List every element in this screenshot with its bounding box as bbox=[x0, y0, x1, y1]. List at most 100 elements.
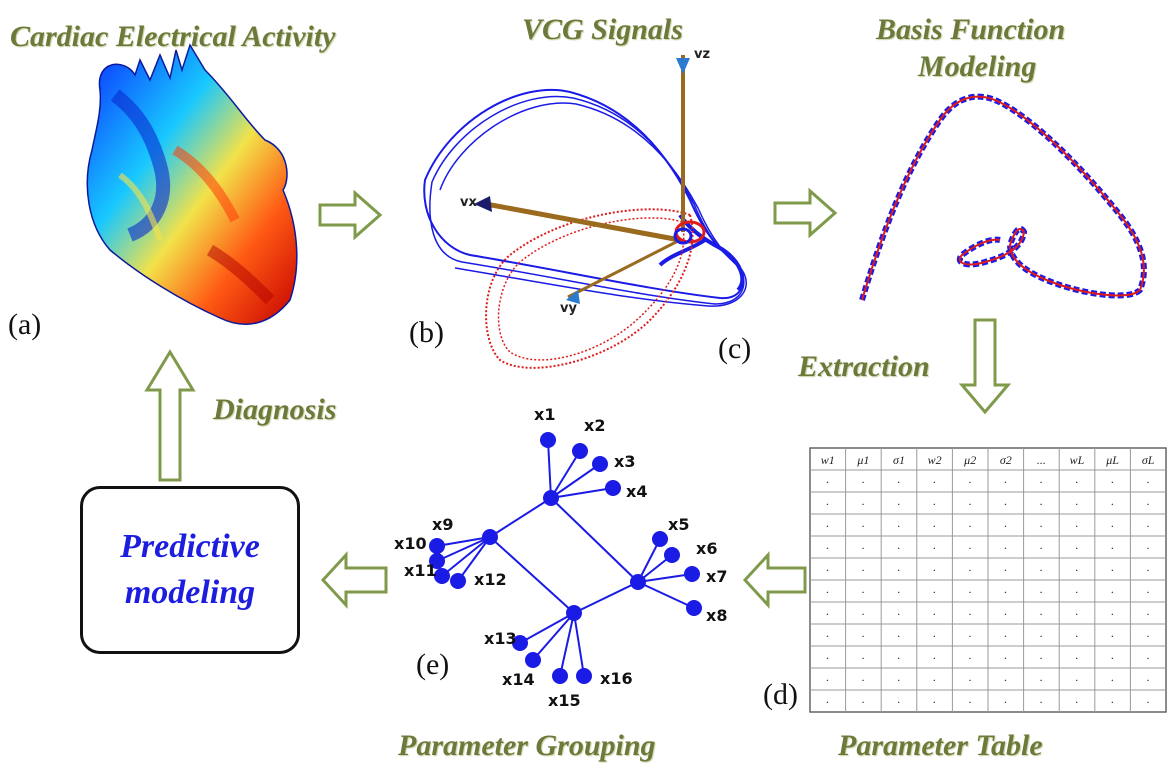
tree-leaf-node bbox=[429, 538, 445, 554]
tree-leaf-node bbox=[552, 668, 568, 684]
table-cell: . bbox=[1111, 604, 1114, 618]
table-cell: . bbox=[969, 604, 972, 618]
table-cell: . bbox=[969, 670, 972, 684]
table-cell: . bbox=[1004, 604, 1007, 618]
tree-node-label: x10 bbox=[394, 534, 427, 553]
table-cell: . bbox=[1111, 648, 1114, 662]
tree-node-label: x1 bbox=[534, 405, 555, 424]
tree-node-label: x12 bbox=[474, 570, 507, 589]
table-cell: . bbox=[969, 692, 972, 706]
table-cell: . bbox=[1111, 626, 1114, 640]
table-cell: . bbox=[969, 472, 972, 486]
table-cell: . bbox=[1147, 538, 1150, 552]
table-cell: . bbox=[898, 538, 901, 552]
table-cell: . bbox=[1004, 582, 1007, 596]
table-cell: . bbox=[862, 582, 865, 596]
table-cell: . bbox=[1040, 472, 1043, 486]
table-cell: . bbox=[933, 582, 936, 596]
table-cell: . bbox=[862, 692, 865, 706]
table-cell: . bbox=[1076, 494, 1079, 508]
tree-node-label: x11 bbox=[404, 561, 437, 580]
table-cell: . bbox=[1111, 582, 1114, 596]
table-cell: . bbox=[862, 604, 865, 618]
table-cell: . bbox=[826, 494, 829, 508]
table-cell: . bbox=[1111, 670, 1114, 684]
arrow-left-1 bbox=[742, 551, 807, 609]
table-cell: . bbox=[933, 472, 936, 486]
table-cell: . bbox=[1040, 692, 1043, 706]
table-cell: . bbox=[1004, 648, 1007, 662]
predictive-line2: modeling bbox=[124, 574, 256, 611]
table-cell: . bbox=[1111, 472, 1114, 486]
arrow-right-1 bbox=[318, 189, 383, 241]
table-header-cell: σL bbox=[1142, 453, 1155, 467]
vy-axis-label: vy bbox=[560, 301, 577, 316]
tree-edge bbox=[519, 612, 575, 644]
table-cell: . bbox=[1147, 494, 1150, 508]
tree-leaf-node bbox=[576, 668, 592, 684]
table-cell: . bbox=[969, 626, 972, 640]
tree-edge bbox=[436, 536, 491, 562]
table-cell: . bbox=[1147, 560, 1150, 574]
table-cell: . bbox=[826, 538, 829, 552]
table-cell: . bbox=[1004, 472, 1007, 486]
arrow-up bbox=[144, 349, 196, 482]
tree-leaf-node bbox=[525, 652, 541, 668]
table-cell: . bbox=[1004, 560, 1007, 574]
title-modeling: Modeling bbox=[918, 50, 1037, 83]
predictive-line1: Predictive bbox=[120, 528, 260, 566]
table-cell: . bbox=[933, 648, 936, 662]
panel-label-b: (b) bbox=[409, 316, 444, 349]
vx-axis-label: vx bbox=[460, 195, 477, 210]
tree-node-label: x15 bbox=[548, 691, 581, 710]
table-cell: . bbox=[862, 538, 865, 552]
table-cell: . bbox=[1040, 494, 1043, 508]
table-cell: . bbox=[933, 494, 936, 508]
tree-edge bbox=[457, 536, 491, 582]
table-cell: . bbox=[969, 516, 972, 530]
tree-leaf-node bbox=[512, 635, 528, 651]
tree-edge bbox=[559, 612, 575, 677]
tree-edge bbox=[550, 463, 601, 499]
tree-edge bbox=[489, 536, 575, 614]
table-cell: . bbox=[1147, 472, 1150, 486]
tree-internal-node bbox=[630, 574, 646, 590]
tree-edge bbox=[573, 581, 639, 614]
table-cell: . bbox=[933, 538, 936, 552]
table-cell: . bbox=[1076, 472, 1079, 486]
predictive-modeling-box: Predictive modeling bbox=[80, 486, 300, 654]
table-cell: . bbox=[898, 670, 901, 684]
table-cell: . bbox=[1076, 604, 1079, 618]
tree-node-label: x16 bbox=[600, 669, 633, 688]
title-vcg-signals: VCG Signals bbox=[522, 13, 683, 46]
tree-node-label: x5 bbox=[668, 515, 689, 534]
table-cell: . bbox=[933, 670, 936, 684]
panel-label-e: (e) bbox=[416, 648, 450, 681]
tree-leaf-node bbox=[540, 432, 556, 448]
table-cell: . bbox=[1147, 692, 1150, 706]
table-header-cell: σ1 bbox=[893, 453, 905, 467]
table-cell: . bbox=[862, 494, 865, 508]
table-cell: . bbox=[898, 648, 901, 662]
table-cell: . bbox=[826, 626, 829, 640]
tree-node-label: x7 bbox=[706, 567, 727, 586]
vcg-plot: vz vx vy bbox=[423, 47, 747, 369]
table-cell: . bbox=[826, 560, 829, 574]
basis-function-plot bbox=[859, 93, 1147, 301]
table-cell: . bbox=[1147, 648, 1150, 662]
tree-node-label: x13 bbox=[484, 629, 517, 648]
table-cell: . bbox=[1040, 538, 1043, 552]
table-cell: . bbox=[1004, 538, 1007, 552]
table-cell: . bbox=[969, 538, 972, 552]
tree-edge bbox=[637, 581, 695, 609]
heart-image bbox=[86, 43, 298, 325]
table-cell: . bbox=[1040, 516, 1043, 530]
tree-edge bbox=[489, 497, 552, 538]
tree-leaf-node bbox=[605, 480, 621, 496]
table-cell: . bbox=[826, 582, 829, 596]
table-cell: . bbox=[826, 516, 829, 530]
table-cell: . bbox=[1076, 670, 1079, 684]
table-cell: . bbox=[1076, 626, 1079, 640]
